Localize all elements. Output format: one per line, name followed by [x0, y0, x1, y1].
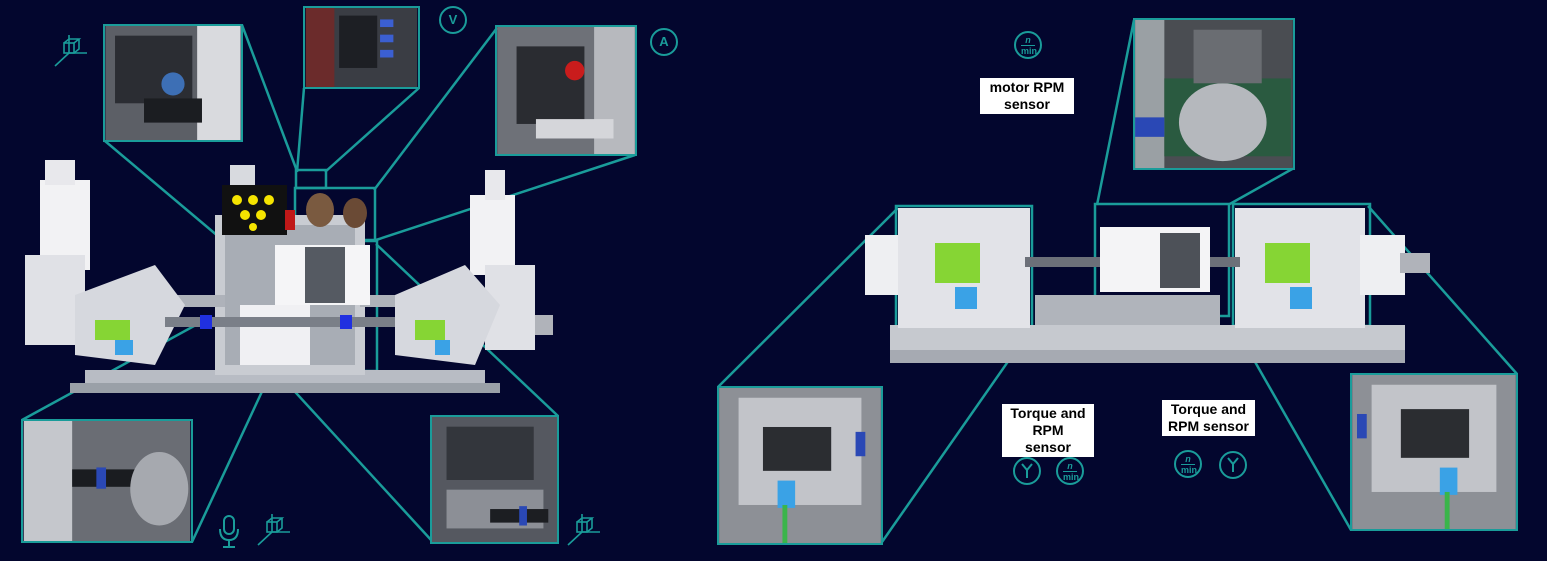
torque-icon: [1013, 457, 1041, 485]
rpm-denominator: min: [1021, 45, 1038, 56]
rpm-badge-right: n min: [1174, 450, 1202, 478]
rpm-numerator: n: [1025, 35, 1031, 45]
photo-motor-top: [103, 24, 243, 142]
photo-voltage-board: [303, 6, 420, 89]
photo-motor-rpm-sensor: [1133, 18, 1295, 170]
microphone-icon: [219, 515, 239, 548]
rpm-numerator: n: [1185, 454, 1191, 464]
torque-icon: [1219, 451, 1247, 479]
rpm-badge-left: n min: [1056, 457, 1084, 485]
rpm-denominator: min: [1063, 471, 1080, 482]
voltage-badge: V: [439, 6, 467, 34]
rpm-denominator: min: [1181, 464, 1198, 475]
photo-left-shaft: [21, 419, 193, 543]
photo-torque-sensor-left: [717, 386, 883, 545]
3d-axes-icon: [54, 35, 87, 67]
photo-right-shaft: [430, 415, 559, 544]
photo-current-sensor: [495, 25, 637, 156]
3d-axes-icon: [257, 514, 290, 546]
torque-rpm-sensor-label-left: Torque and RPM sensor: [1002, 404, 1094, 457]
motor-rpm-sensor-label: motor RPM sensor: [980, 78, 1074, 114]
3d-axes-icon: [567, 514, 600, 546]
rpm-badge-top: n min: [1014, 31, 1042, 59]
photo-torque-sensor-right: [1350, 373, 1518, 531]
torque-rpm-sensor-label-right: Torque and RPM sensor: [1162, 400, 1255, 436]
current-badge: A: [650, 28, 678, 56]
left-test-bench-render: [25, 160, 553, 393]
rpm-numerator: n: [1067, 461, 1073, 471]
right-test-bench-render: [865, 208, 1430, 363]
